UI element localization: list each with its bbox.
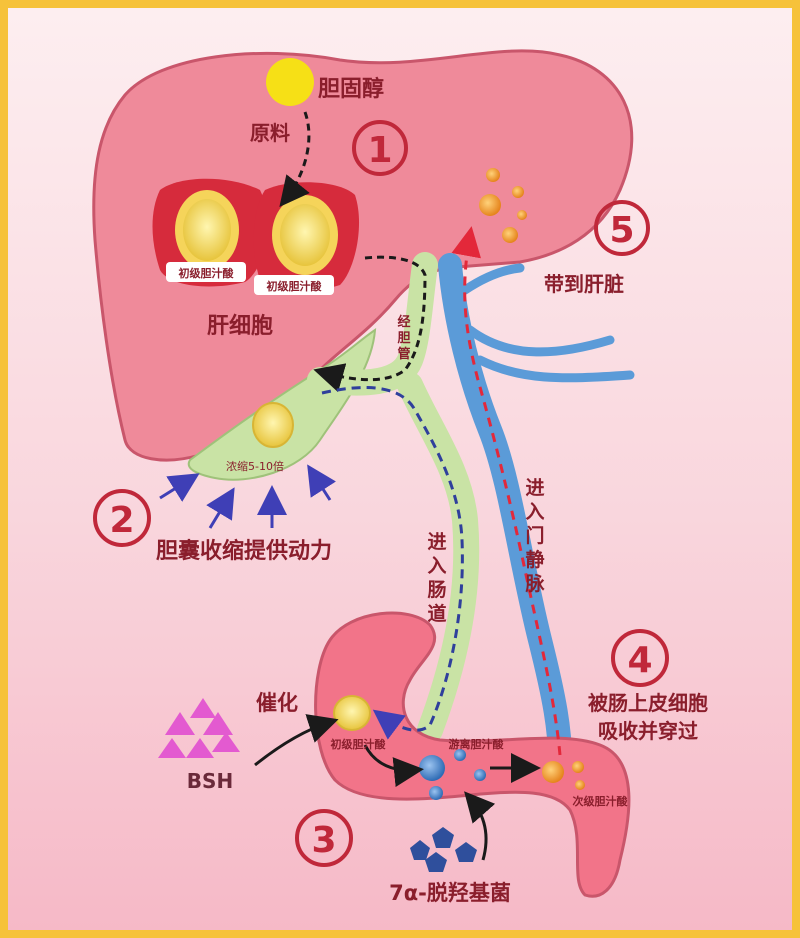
portal-vein-label-3: 门 bbox=[525, 524, 544, 547]
primary-bile-acid-label-2: 初级胆汁酸 bbox=[267, 279, 323, 293]
arrow-primary-to-free bbox=[363, 744, 424, 788]
arrow-bacteria-to-free bbox=[464, 791, 496, 861]
bacteria-icon bbox=[410, 827, 477, 872]
gut-primary-bile-acid-label: 初级胆汁酸 bbox=[331, 737, 387, 751]
gut-secondary-bile-acids bbox=[542, 761, 585, 790]
hepatocyte-cell-1 bbox=[152, 178, 268, 287]
hepatocyte-label: 肝细胞 bbox=[207, 313, 273, 339]
raw-material-label: 原料 bbox=[250, 121, 290, 145]
catalyze-label: 催化 bbox=[256, 691, 298, 715]
step-3-badge: 3 bbox=[295, 809, 353, 867]
gallbladder-contract-label: 胆囊收缩提供动力 bbox=[156, 538, 332, 564]
portal-vein-label-5: 脉 bbox=[524, 572, 545, 595]
portal-vein-label-1: 进 bbox=[525, 477, 544, 499]
step-4-badge: 4 bbox=[611, 629, 669, 687]
arrow-cell-to-duct bbox=[313, 255, 427, 393]
free-bile-acid-label: 游离胆汁酸 bbox=[449, 737, 505, 751]
arrow-vein-to-liver bbox=[451, 226, 562, 756]
bacteria-label: 7α-脱羟基菌 bbox=[389, 881, 511, 905]
svg-text:2: 2 bbox=[109, 500, 134, 541]
bile-duct-label-2: 胆 bbox=[397, 331, 410, 346]
arrow-bsh-to-primary bbox=[254, 714, 339, 767]
svg-text:4: 4 bbox=[627, 640, 652, 681]
gut-free-bile-acids bbox=[419, 749, 486, 800]
arrow-cholesterol-to-cell bbox=[279, 111, 311, 208]
returned-bile-acids bbox=[479, 168, 527, 243]
bile-duct-label-3: 管 bbox=[397, 346, 410, 362]
portal-vein-label-4: 静 bbox=[525, 548, 544, 571]
bsh-label: BSH bbox=[187, 769, 233, 793]
enter-intestine-label-3: 肠 bbox=[427, 579, 446, 601]
contraction-arrows bbox=[159, 464, 336, 529]
svg-text:5: 5 bbox=[609, 210, 634, 251]
intestine bbox=[314, 611, 631, 898]
absorbed-label-line2: 吸收并穿过 bbox=[598, 719, 698, 743]
cholesterol-label: 胆固醇 bbox=[318, 76, 384, 102]
bsh-enzyme-icon bbox=[158, 698, 240, 758]
enter-intestine-label-1: 进 bbox=[427, 531, 446, 553]
step-2-badge: 2 bbox=[93, 489, 151, 547]
concentrate-label: 浓缩5-10倍 bbox=[226, 459, 284, 473]
gut-primary-bile-acid bbox=[333, 695, 371, 731]
svg-text:1: 1 bbox=[367, 130, 392, 171]
svg-text:3: 3 bbox=[311, 820, 336, 861]
secondary-bile-acid-label: 次级胆汁酸 bbox=[573, 794, 629, 808]
primary-bile-acid-label-1: 初级胆汁酸 bbox=[179, 266, 235, 280]
gallbladder-bile-acid bbox=[252, 402, 294, 448]
bile-duct-label-1: 经 bbox=[397, 314, 410, 330]
to-liver-label: 带到肝脏 bbox=[544, 272, 624, 296]
arrow-gallbladder-to-gut bbox=[321, 386, 464, 740]
absorbed-label-line1: 被肠上皮细胞 bbox=[588, 691, 708, 715]
cholesterol-dot bbox=[266, 58, 314, 106]
portal-vein-label-2: 入 bbox=[525, 501, 544, 523]
enter-intestine-label-2: 入 bbox=[427, 555, 446, 577]
enter-intestine-label-4: 道 bbox=[427, 602, 446, 625]
step-1-badge: 1 bbox=[352, 120, 408, 176]
step-5-badge: 5 bbox=[594, 200, 650, 256]
hepatocyte-cell-2 bbox=[253, 182, 360, 295]
portal-vein-branch bbox=[460, 263, 635, 383]
